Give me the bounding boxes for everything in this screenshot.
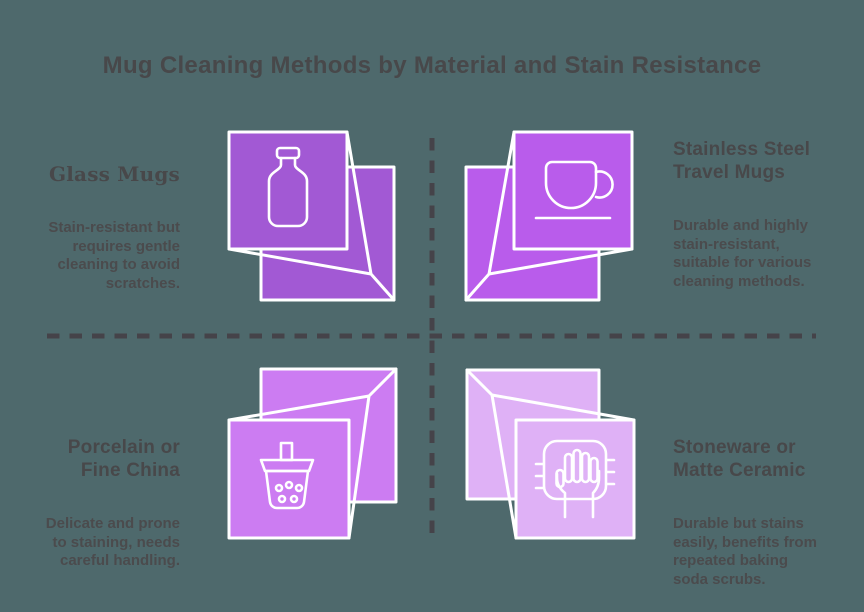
cube-fold-edges [227, 367, 398, 540]
quadrant-body-porcelain: Delicate and prone to staining, needs ca… [45, 515, 180, 569]
cube-fold-edges [227, 130, 396, 302]
quadrant-glass-mugs-text: Glass Mugs Stain-resistant but requires … [5, 145, 180, 311]
stoneware-3d-cube [465, 368, 636, 540]
quadrant-body-glass-mugs: Stain-resistant but requires gentle clea… [48, 219, 180, 292]
cube-fold-edges [465, 368, 636, 540]
quadrant-heading-stoneware: Stoneware or Matte Ceramic [673, 437, 806, 481]
quadrant-body-stainless-steel: Durable and highly stain-resistant, suit… [673, 217, 812, 290]
quadrant-heading-porcelain: Porcelain or Fine China [67, 437, 180, 481]
glass-mugs-3d-cube [227, 130, 396, 302]
quadrant-heading-glass-mugs: Glass Mugs [48, 162, 180, 186]
cube-front-face [512, 130, 634, 251]
cube-front-face [227, 130, 349, 251]
cube-front-face [227, 418, 351, 540]
quadrant-porcelain-text: Porcelain or Fine China Delicate and pro… [5, 418, 180, 589]
cube-front-face [514, 418, 636, 540]
quadrant-stainless-steel-text: Stainless Steel Travel Mugs Durable and … [673, 120, 858, 309]
page-title: Mug Cleaning Methods by Material and Sta… [102, 52, 762, 79]
quadrant-body-stoneware: Durable but stains easily, benefits from… [673, 515, 817, 588]
cube-fold-edges [464, 130, 634, 302]
coffee-cup-icon [534, 160, 614, 220]
stainless-steel-3d-cube [464, 130, 634, 302]
quadrant-heading-stainless-steel: Stainless Steel Travel Mugs [673, 139, 811, 183]
milk-bottle-icon [267, 146, 309, 228]
porcelain-3d-cube [227, 367, 398, 540]
bubble-tea-cup-icon [259, 441, 315, 510]
hand-scrub-icon [534, 439, 616, 519]
quadrant-stoneware-text: Stoneware or Matte Ceramic Durable but s… [673, 418, 858, 607]
